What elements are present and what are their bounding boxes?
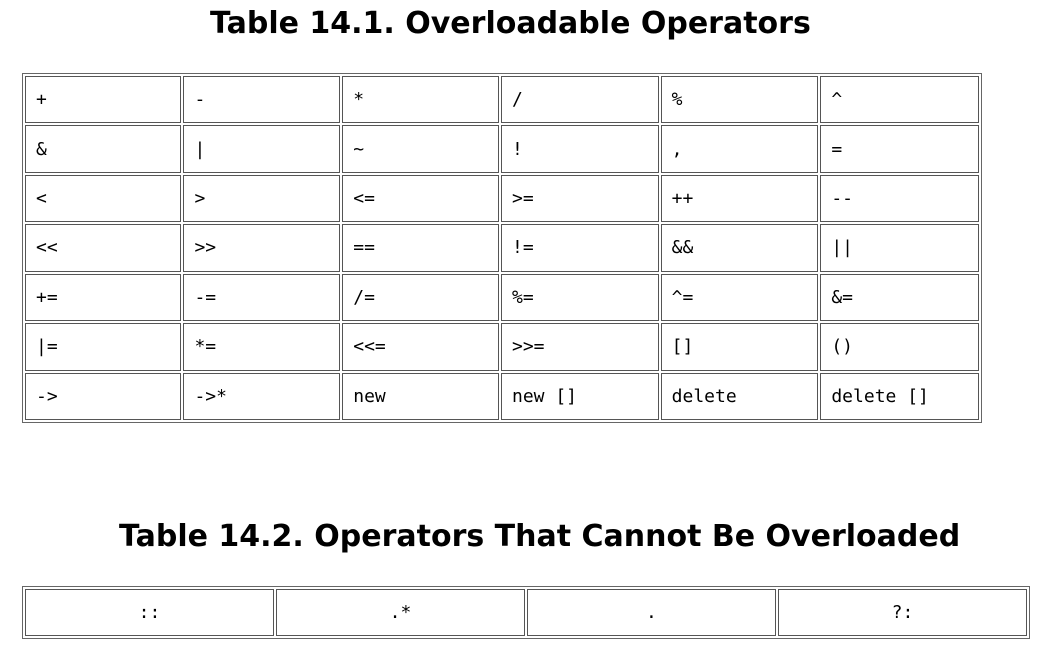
operator-cell: > [183,174,341,223]
operator-cell: && [660,224,819,272]
table-14-2-title: Table 14.2. Operators That Cannot Be Ove… [119,519,961,554]
operator-cell: += [25,273,182,322]
operator-cell: == [342,224,499,272]
operator-cell: != [501,224,659,272]
table-row: &|~!,= [25,125,979,173]
table-row: +=-=/=%=^=&= [25,273,979,322]
operator-cell: << [25,224,182,272]
operator-cell: || [820,224,979,272]
operator-cell: delete [] [820,372,979,420]
operator-cell: -- [820,174,979,223]
operator-cell: * [342,76,499,124]
operator-cell: , [660,125,819,173]
table-row: ::.*.?: [25,589,1027,636]
operator-cell: - [183,76,341,124]
table-14-1-title: Table 14.1. Overloadable Operators [210,6,811,41]
operator-cell: ^ [820,76,979,124]
operator-cell: <<= [342,323,499,371]
operator-cell: ->* [183,372,341,420]
operator-cell: >>= [501,323,659,371]
operator-cell: .* [276,589,525,636]
operator-cell: [] [660,323,819,371]
operator-cell: ~ [342,125,499,173]
operator-cell: |= [25,323,182,371]
operator-cell: ?: [777,589,1027,636]
operator-cell: new [342,372,499,420]
overloadable-operators-table-body: +-*/%^&|~!,=<><=>=++--<<>>==!=&&||+=-=/=… [25,76,979,420]
operator-cell: :: [25,589,274,636]
operator-cell: + [25,76,182,124]
operator-cell: <= [342,174,499,223]
operator-cell: | [183,125,341,173]
non-overloadable-operators-table-body: ::.*.?: [25,589,1027,636]
operator-cell: ^= [660,273,819,322]
operator-cell: &= [820,273,979,322]
operator-cell: / [501,76,659,124]
operator-cell: -= [183,273,341,322]
operator-cell: % [660,76,819,124]
operator-cell: -> [25,372,182,420]
operator-cell: >> [183,224,341,272]
non-overloadable-operators-table: ::.*.?: [22,586,1030,639]
overloadable-operators-table: +-*/%^&|~!,=<><=>=++--<<>>==!=&&||+=-=/=… [22,73,982,423]
operator-cell: delete [660,372,819,420]
table-row: |=*=<<=>>=[]() [25,323,979,371]
table-row: <><=>=++-- [25,174,979,223]
operator-cell: *= [183,323,341,371]
operator-cell: >= [501,174,659,223]
operator-cell: %= [501,273,659,322]
table-row: <<>>==!=&&|| [25,224,979,272]
operator-cell: /= [342,273,499,322]
operator-cell: new [] [501,372,659,420]
operator-cell: ++ [660,174,819,223]
operator-cell: () [820,323,979,371]
operator-cell: = [820,125,979,173]
operator-cell: & [25,125,182,173]
operator-cell: . [527,589,776,636]
operator-cell: ! [501,125,659,173]
operator-cell: < [25,174,182,223]
table-row: +-*/%^ [25,76,979,124]
